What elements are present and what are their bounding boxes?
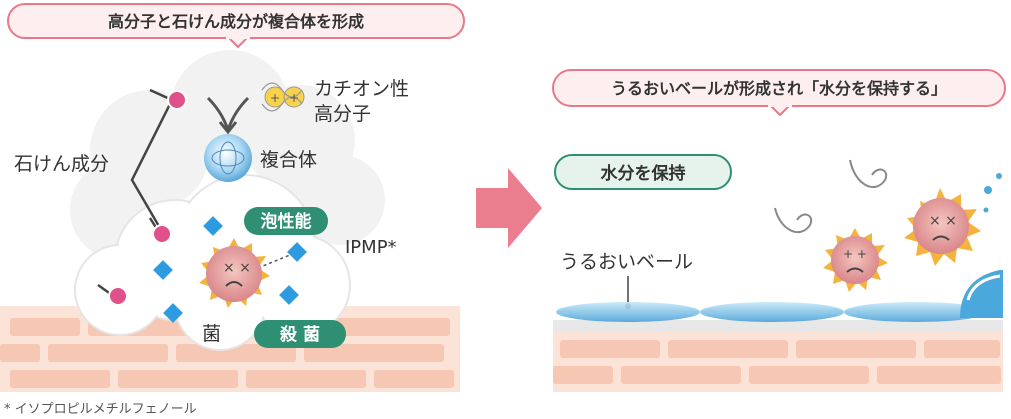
arrow-right-icon	[476, 168, 542, 248]
germ-icon-small: + +	[823, 228, 888, 292]
ipmp-molecules	[153, 216, 307, 323]
skin-layer-right	[553, 320, 1003, 392]
right-banner: うるおいベールが形成され「水分を保持する」	[552, 69, 1006, 117]
merge-arrow-icon	[206, 96, 250, 135]
germ-icon-large: × ×	[904, 188, 981, 266]
right-panel: うるおいベールが形成され「水分を保持する」 水分を保持 うるおいベール	[552, 69, 1006, 392]
complex-label: 複合体	[260, 149, 317, 171]
cationic-label-line1: カチオン性	[314, 78, 409, 100]
foam-badge-text: 泡性能	[261, 211, 312, 232]
svg-text:+: +	[289, 91, 299, 105]
footnote: * イソプロピルメチルフェノール	[4, 402, 197, 417]
germ-icon: × ×	[199, 238, 270, 308]
svg-text:× ×: × ×	[929, 213, 957, 229]
keep-moisture-text: 水分を保持	[601, 163, 686, 184]
left-banner: 高分子と石けん成分が複合体を形成	[7, 3, 465, 49]
kill-badge-text: 殺 菌	[279, 324, 320, 345]
swirl-lines	[774, 159, 888, 234]
left-banner-text: 高分子と石けん成分が複合体を形成	[108, 12, 364, 31]
moisture-veil	[556, 302, 988, 322]
right-banner-text: うるおいベールが形成され「水分を保持する」	[611, 79, 947, 98]
keep-moisture-badge: 水分を保持	[554, 154, 732, 190]
germ-label: 菌	[202, 323, 221, 345]
left-panel: 高分子と石けん成分が複合体を形成 石けん成分 + + カチオン性 高分子	[0, 3, 465, 392]
foam-badge: 泡性能	[244, 207, 328, 235]
soap-molecule-icon	[97, 88, 187, 306]
cationic-polymer-icon: + +	[261, 82, 305, 112]
ipmp-label: IPMP*	[345, 237, 397, 258]
foam-cloud	[70, 50, 385, 260]
svg-text:+ +: + +	[843, 247, 867, 261]
water-wave-icon	[960, 173, 1003, 318]
complex-sphere-icon	[204, 134, 252, 182]
cationic-label-line2: 高分子	[314, 103, 371, 125]
veil-label: うるおいベール	[560, 251, 693, 273]
svg-text:+: +	[270, 91, 280, 105]
soap-label: 石けん成分	[14, 153, 109, 175]
kill-badge: 殺 菌	[254, 320, 346, 348]
svg-text:× ×: × ×	[223, 260, 251, 276]
